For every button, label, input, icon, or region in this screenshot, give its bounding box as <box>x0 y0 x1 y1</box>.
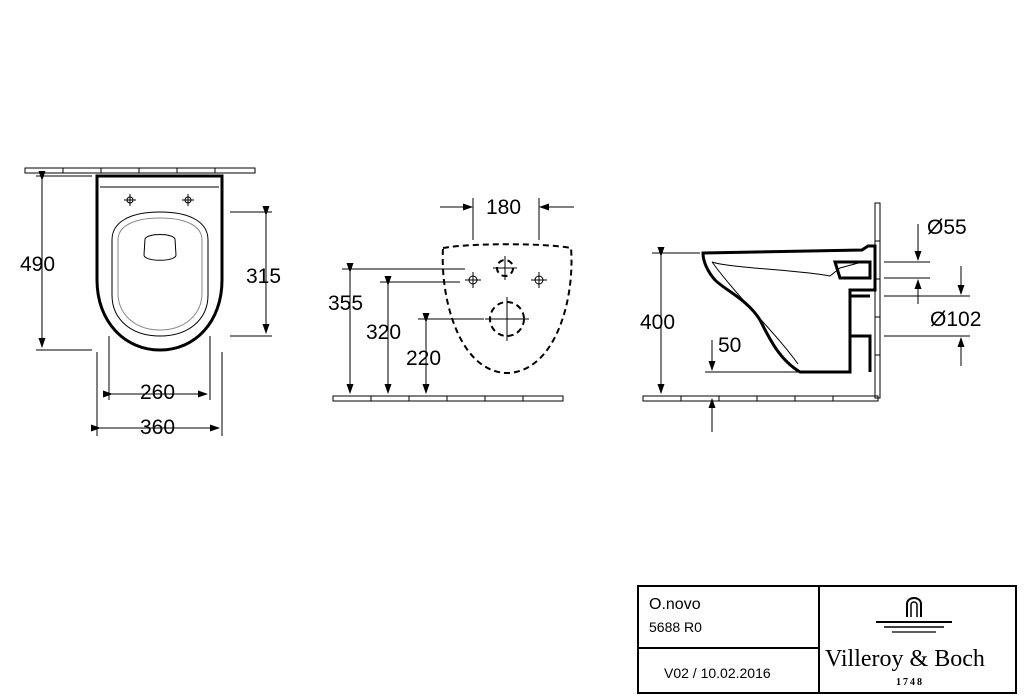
outlet-circle <box>485 297 529 341</box>
seat-outline-top <box>111 211 209 337</box>
floor-hatch-side <box>642 395 879 402</box>
bowl-outline-side <box>701 244 877 374</box>
dim-label-490: 490 <box>20 253 55 276</box>
article-number: 5688 R0 <box>649 619 702 635</box>
dim-label-50: 50 <box>718 334 741 357</box>
trap-outline-side <box>832 260 872 372</box>
dim-label-180: 180 <box>486 196 521 219</box>
dim-label-360: 360 <box>140 416 175 439</box>
dim-label-220: 220 <box>406 347 441 370</box>
bowl-outline-wall <box>441 243 573 375</box>
bowl-inner-side <box>711 261 863 365</box>
dim-label-102: Ø102 <box>930 308 981 331</box>
dim-label-400: 400 <box>640 311 675 334</box>
inlet-circle <box>493 256 517 280</box>
top-view: 490 315 260 360 <box>20 167 281 439</box>
seat-inner-top <box>117 217 203 331</box>
bolt-hole-left <box>465 272 481 288</box>
bowl-outline-top <box>95 174 224 352</box>
floor-hatch-wall <box>332 395 564 402</box>
product-name: O.novo <box>649 596 701 613</box>
dim-label-355: 355 <box>328 292 363 315</box>
version-date: V02 / 10.02.2016 <box>664 665 771 681</box>
dim-label-260: 260 <box>140 381 175 404</box>
dim-label-315: 315 <box>246 265 281 288</box>
dim-label-320: 320 <box>366 321 401 344</box>
hinge-hole-right <box>182 194 194 206</box>
flush-opening-top <box>143 234 177 261</box>
wall-hatch-top <box>24 167 256 174</box>
hinge-hole-left <box>124 194 136 206</box>
wall-hatch-side <box>874 202 881 399</box>
bolt-hole-right <box>531 272 547 288</box>
dim-label-55: Ø55 <box>927 216 967 239</box>
side-view: 400 50 Ø55 Ø102 <box>640 202 981 432</box>
title-block: O.novo 5688 R0 V02 / 10.02.2016 Villeroy… <box>637 585 1017 694</box>
wall-view: 180 355 320 220 <box>328 196 574 402</box>
brand-logo: Villeroy & Boch 1748 <box>825 597 985 688</box>
brand-name: Villeroy & Boch <box>825 646 985 672</box>
brand-year: 1748 <box>896 677 924 688</box>
